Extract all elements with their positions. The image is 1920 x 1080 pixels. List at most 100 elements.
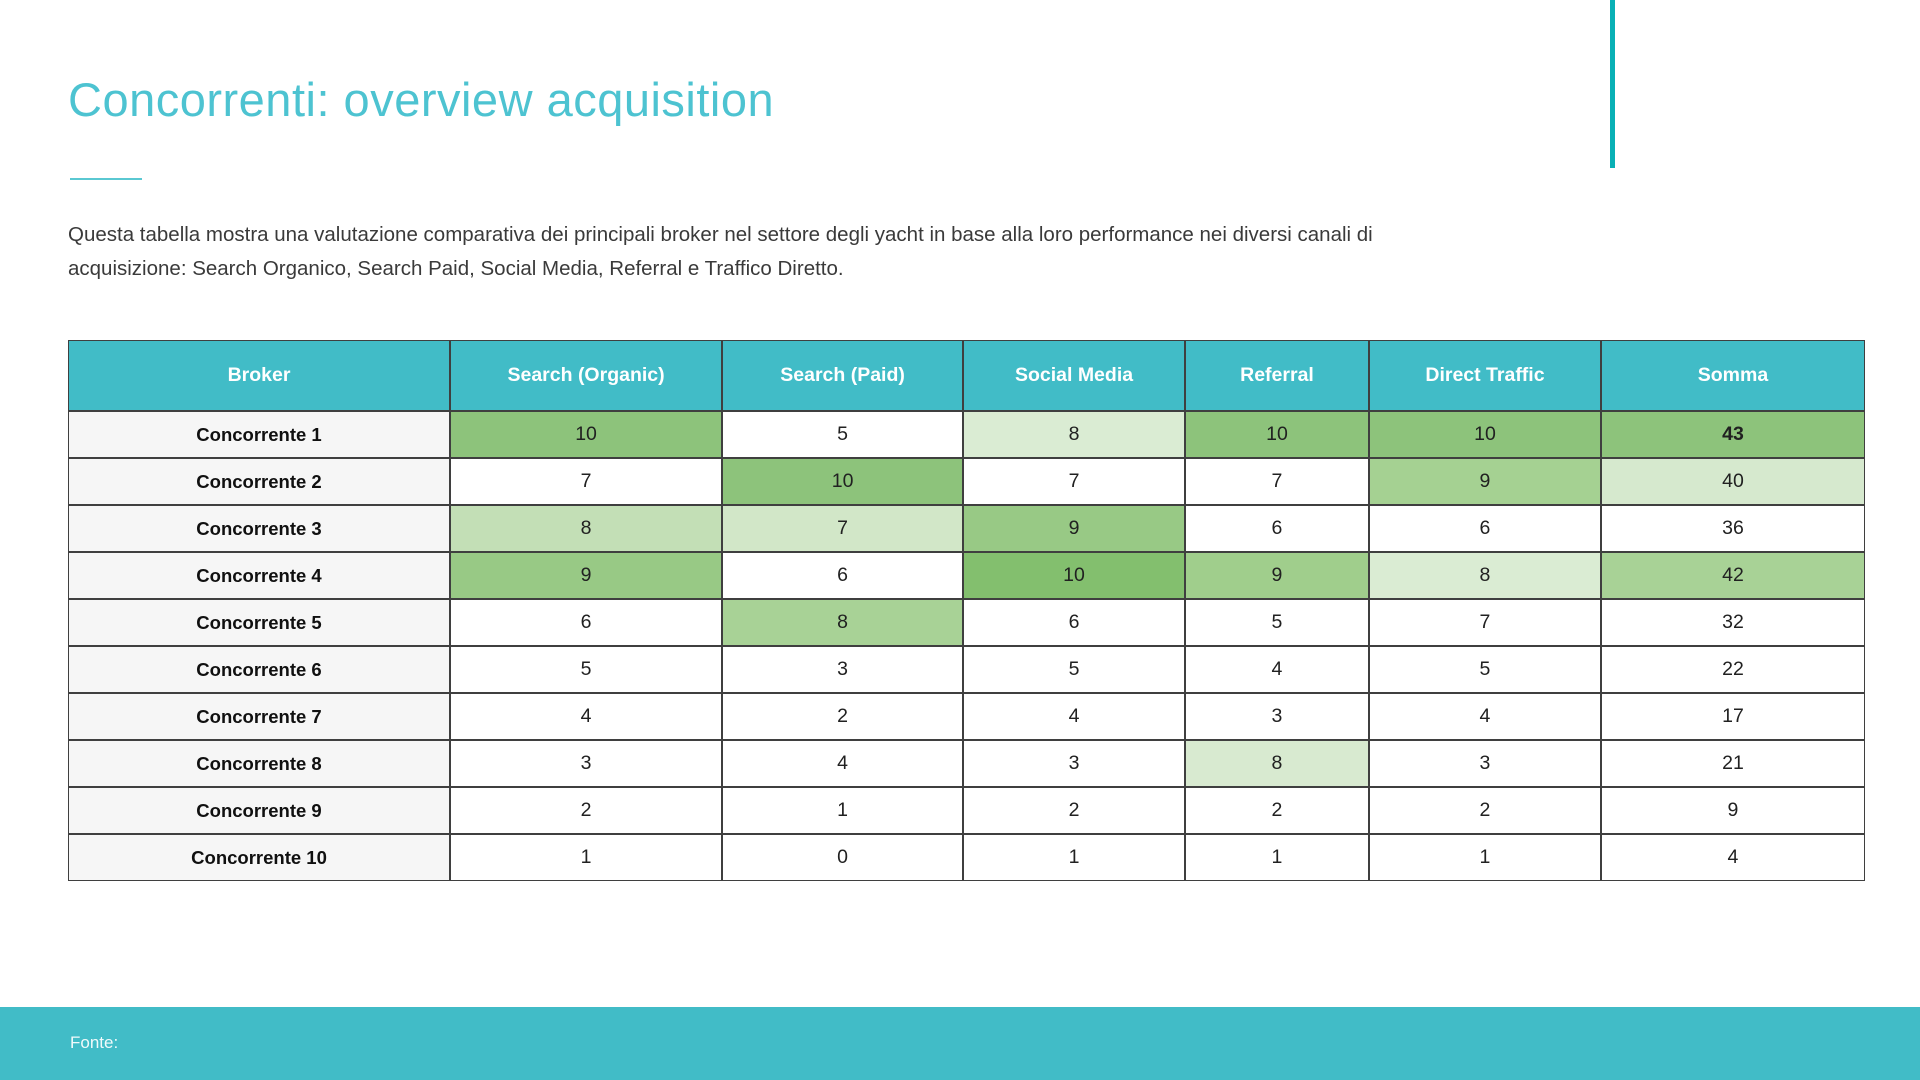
value-cell: 7	[1368, 599, 1601, 646]
value-cell: 43	[1600, 411, 1865, 458]
value-cell: 3	[1368, 740, 1601, 787]
value-cell: 40	[1600, 458, 1865, 505]
description-line-1: Questa tabella mostra una valutazione co…	[68, 223, 1373, 246]
value-cell: 1	[450, 834, 723, 881]
value-cell: 4	[1368, 693, 1601, 740]
value-cell: 4	[450, 693, 723, 740]
value-cell: 5	[1184, 599, 1369, 646]
value-cell: 3	[450, 740, 723, 787]
value-cell: 9	[1368, 458, 1601, 505]
col-header-search-organic: Search (Organic)	[450, 340, 723, 411]
col-header-search-paid: Search (Paid)	[722, 340, 964, 411]
broker-name-cell: Concorrente 6	[68, 646, 451, 693]
value-cell: 22	[1600, 646, 1865, 693]
value-cell: 8	[963, 411, 1185, 458]
value-cell: 7	[722, 505, 964, 552]
value-cell: 3	[1184, 693, 1369, 740]
page-title: Concorrenti: overview acquisition	[68, 73, 775, 126]
value-cell: 6	[1184, 505, 1369, 552]
broker-name-cell: Concorrente 4	[68, 552, 451, 599]
col-header-broker: Broker	[68, 340, 451, 411]
value-cell: 42	[1600, 552, 1865, 599]
broker-name-cell: Concorrente 9	[68, 787, 451, 834]
value-cell: 6	[963, 599, 1185, 646]
value-cell: 2	[963, 787, 1185, 834]
value-cell: 9	[1184, 552, 1369, 599]
value-cell: 4	[722, 740, 964, 787]
value-cell: 21	[1600, 740, 1865, 787]
slide-description: Questa tabella mostra una valutazione co…	[68, 218, 1508, 286]
value-cell: 6	[1368, 505, 1601, 552]
value-cell: 3	[963, 740, 1185, 787]
value-cell: 9	[450, 552, 723, 599]
value-cell: 1	[1184, 834, 1369, 881]
value-cell: 6	[722, 552, 964, 599]
value-cell: 10	[450, 411, 723, 458]
value-cell: 0	[722, 834, 964, 881]
value-cell: 32	[1600, 599, 1865, 646]
broker-name-cell: Concorrente 1	[68, 411, 451, 458]
broker-name-cell: Concorrente 7	[68, 693, 451, 740]
col-header-direct-traffic: Direct Traffic	[1368, 340, 1601, 411]
value-cell: 9	[963, 505, 1185, 552]
value-cell: 1	[722, 787, 964, 834]
description-line-2: acquisizione: Search Organico, Search Pa…	[68, 257, 844, 280]
title-underline	[70, 178, 142, 180]
top-right-accent-bar	[1610, 0, 1615, 168]
value-cell: 10	[1184, 411, 1369, 458]
value-cell: 4	[1600, 834, 1865, 881]
value-cell: 8	[1368, 552, 1601, 599]
footer-bar: Fonte:	[0, 1007, 1920, 1080]
value-cell: 7	[450, 458, 723, 505]
broker-name-cell: Concorrente 8	[68, 740, 451, 787]
value-cell: 7	[963, 458, 1185, 505]
value-cell: 2	[1184, 787, 1369, 834]
value-cell: 1	[1368, 834, 1601, 881]
col-header-somma: Somma	[1600, 340, 1865, 411]
broker-name-cell: Concorrente 2	[68, 458, 451, 505]
value-cell: 10	[722, 458, 964, 505]
value-cell: 17	[1600, 693, 1865, 740]
value-cell: 8	[1184, 740, 1369, 787]
value-cell: 9	[1600, 787, 1865, 834]
value-cell: 2	[450, 787, 723, 834]
value-cell: 10	[1368, 411, 1601, 458]
value-cell: 5	[722, 411, 964, 458]
value-cell: 2	[1368, 787, 1601, 834]
value-cell: 5	[450, 646, 723, 693]
col-header-referral: Referral	[1184, 340, 1369, 411]
col-header-social-media: Social Media	[963, 340, 1185, 411]
value-cell: 6	[450, 599, 723, 646]
value-cell: 5	[1368, 646, 1601, 693]
value-cell: 10	[963, 552, 1185, 599]
broker-name-cell: Concorrente 5	[68, 599, 451, 646]
value-cell: 4	[1184, 646, 1369, 693]
value-cell: 36	[1600, 505, 1865, 552]
value-cell: 5	[963, 646, 1185, 693]
source-label: Fonte:	[70, 1033, 119, 1052]
value-cell: 4	[963, 693, 1185, 740]
broker-name-cell: Concorrente 10	[68, 834, 451, 881]
value-cell: 8	[722, 599, 964, 646]
broker-name-cell: Concorrente 3	[68, 505, 451, 552]
value-cell: 8	[450, 505, 723, 552]
value-cell: 1	[963, 834, 1185, 881]
value-cell: 2	[722, 693, 964, 740]
value-cell: 3	[722, 646, 964, 693]
